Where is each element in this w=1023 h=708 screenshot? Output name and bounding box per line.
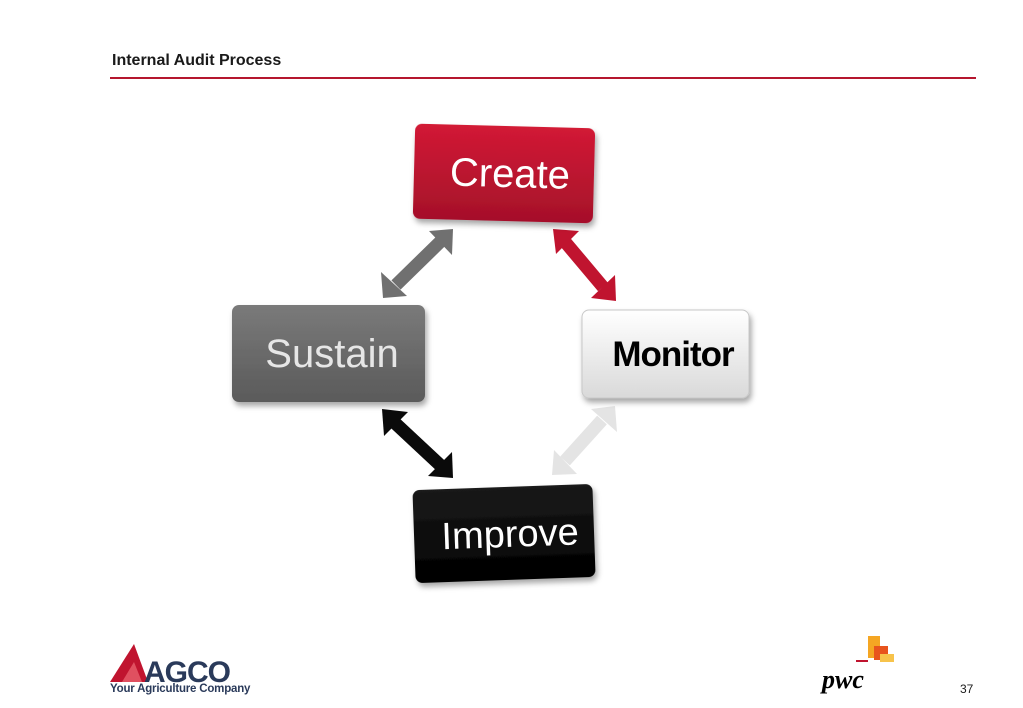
page-number: 37 <box>960 682 974 696</box>
pwc-brand-text: pwc <box>820 665 864 694</box>
node-sustain: Sustain <box>232 305 425 402</box>
agco-tagline: Your Agriculture Company <box>110 683 251 695</box>
node-monitor: Monitor <box>581 309 750 399</box>
arrow-monitor-improve <box>552 406 617 475</box>
arrow-sustain-create <box>381 229 453 298</box>
arrow-sustain-improve <box>382 409 453 478</box>
agco-logo: AGCO <box>110 644 232 689</box>
node-monitor-label: Monitor <box>612 335 735 374</box>
pwc-logo: pwc <box>820 636 894 694</box>
node-create-label: Create <box>449 151 570 198</box>
agco-brand-text: AGCO <box>144 656 231 689</box>
node-improve: Improve <box>412 484 596 583</box>
page-title: Internal Audit Process <box>112 52 282 69</box>
node-improve-label: Improve <box>441 511 580 558</box>
node-create: Create <box>412 123 596 224</box>
title-underline <box>110 77 976 79</box>
node-sustain-label: Sustain <box>265 332 398 376</box>
arrow-create-monitor <box>553 229 616 301</box>
